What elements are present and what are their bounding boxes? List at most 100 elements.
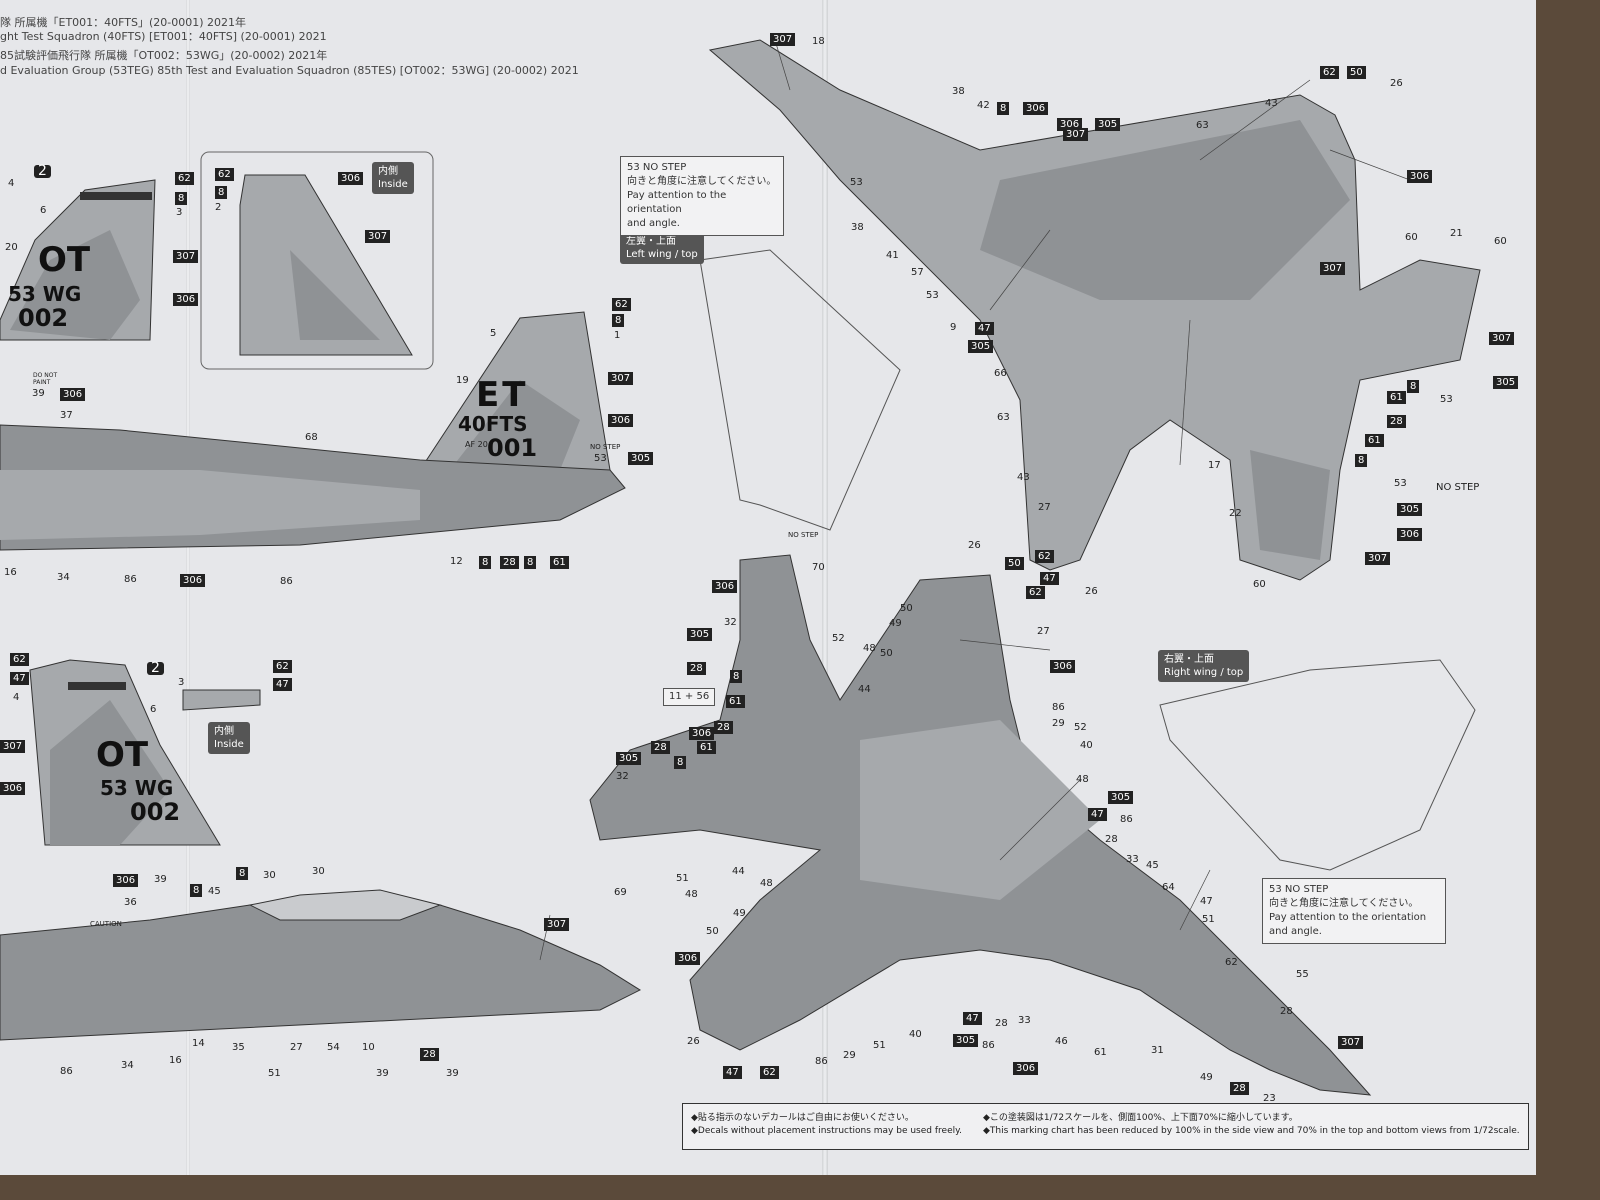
callout-62-a: 62 [175,172,194,185]
callout-28-h: 28 [1280,1006,1293,1017]
ot-tail-code-bottom: OT [96,735,149,775]
callout-63-a: 63 [1196,120,1209,131]
callout-18: 18 [812,36,825,47]
footer-left-jp: ◆貼る指示のないデカールはご自由にお使いください。 [691,1113,914,1123]
no-step-en2-2: and angle. [1269,926,1322,937]
callout-8-e: 8 [215,186,228,199]
inside-fin-strip [182,689,261,711]
callout-2-c: 2 [147,661,164,675]
callout-51-d: 51 [676,873,689,884]
callout-52-a: 52 [832,633,845,644]
callout-28-g: 28 [1105,834,1118,845]
callout-2-a: 2 [34,164,51,178]
callout-16: 16 [4,567,17,578]
callout-307-b: 307 [1365,552,1391,565]
callout-38-a: 38 [952,86,965,97]
instruction-sheet: 隊 所属機「ET001：40FTS」(20-0001) 2021年 ght Te… [0,0,1536,1175]
callout-86-b: 86 [280,576,293,587]
callout-28-i: 28 [1230,1082,1249,1095]
callout-49-c: 49 [733,908,746,919]
no-step-num-2: 53 [1269,884,1282,895]
callout-8-b: 8 [1355,454,1368,467]
callout-306-b: 306 [1397,528,1423,541]
callout-69: 69 [614,887,627,898]
callout-23: 23 [1263,1093,1276,1104]
left-fold [186,0,190,1175]
no-step-heading-2: 53 NO STEP [1269,883,1439,897]
callout-61-a: 61 [1387,391,1406,404]
callout-27-b: 27 [1037,626,1050,637]
callout-28-d: 28 [687,662,706,675]
callout-28-f: 28 [651,741,670,754]
callout-305-e: 305 [628,452,654,465]
no-step-stencil-b: NO STEP [590,443,621,451]
callout-36: 36 [124,897,137,908]
callout-62: 62 [1320,66,1339,79]
callout-32-a: 32 [724,617,737,628]
no-step-en1-2: Pay attention to the orientation [1269,912,1427,923]
callout-40-a: 40 [1080,740,1093,751]
top-view-camo-1 [980,120,1350,300]
callout-305-f: 305 [687,628,713,641]
callout-28-c: 28 [420,1048,439,1061]
callout-68: 68 [305,432,318,443]
callout-305-h: 305 [1108,791,1134,804]
callout-306-j: 306 [0,782,26,795]
callout-8-d: 8 [175,192,188,205]
callout-32-b: 32 [616,771,629,782]
callout-30-b: 30 [312,866,325,877]
no-step-en2: and angle. [627,218,680,229]
callout-70: 70 [812,562,825,573]
inside-tag-jp-2: 内側 [214,726,234,737]
callout-26: 26 [1390,78,1403,89]
callout-306-i: 306 [60,388,86,401]
right-wing-tag-jp: 右翼・上面 [1164,654,1214,665]
callout-53-b: 53 [850,177,863,188]
callout-306-n: 306 [689,727,715,740]
callout-47-h: 47 [723,1066,742,1079]
callout-66: 66 [994,368,1007,379]
callout-306-m: 306 [1050,660,1076,673]
callout-86-a: 86 [124,574,137,585]
callout-8-h: 8 [524,556,537,569]
callout-52-b: 52 [1074,722,1087,733]
checker-band-bottom [68,682,126,690]
callout-44-a: 44 [858,684,871,695]
inside-tag-en-2: Inside [214,739,244,750]
callout-48-a: 48 [863,643,876,654]
callout-307-e: 307 [173,250,199,263]
no-step-note-bottom: 53 NO STEP 向きと角度に注意してください。 Pay attention… [1262,878,1446,944]
callout-53-a: 53 [594,453,607,464]
inside-tag-en: Inside [378,179,408,190]
callout-307-c: 307 [1320,262,1346,275]
callout-307-g: 307 [608,372,634,385]
callout-305-a: 305 [1493,376,1519,389]
no-step-num: 53 [627,162,640,173]
callout-306-g: 306 [608,414,634,427]
callout-6-b: 6 [150,704,157,715]
et-af-year: AF 20 [465,440,488,449]
aircraft-artwork [0,39,1481,1096]
callout-47-e: 47 [1088,808,1107,821]
callout-47-d: 47 [1040,572,1059,585]
callout-39-c: 39 [376,1068,389,1079]
callout-306-e: 306 [173,293,199,306]
callout-34-a: 34 [57,572,70,583]
callout-16-b: 16 [169,1055,182,1066]
callout-21: 21 [1450,228,1463,239]
callout-60-c: 60 [1494,236,1507,247]
ot-tail-code-top: OT [38,240,91,280]
callout-50-e: 50 [706,926,719,937]
et-tail-serial: 001 [487,434,538,462]
callout-62-h: 62 [1225,957,1238,968]
callout-5: 5 [490,328,497,339]
inset-camo [290,250,380,340]
callout-44-b: 44 [732,866,745,877]
callout-86-f: 86 [982,1040,995,1051]
callout-12: 12 [450,556,463,567]
callout-307-i: 307 [544,918,570,931]
callout-62-d: 62 [10,653,29,666]
callout-8-c: 8 [997,102,1010,115]
